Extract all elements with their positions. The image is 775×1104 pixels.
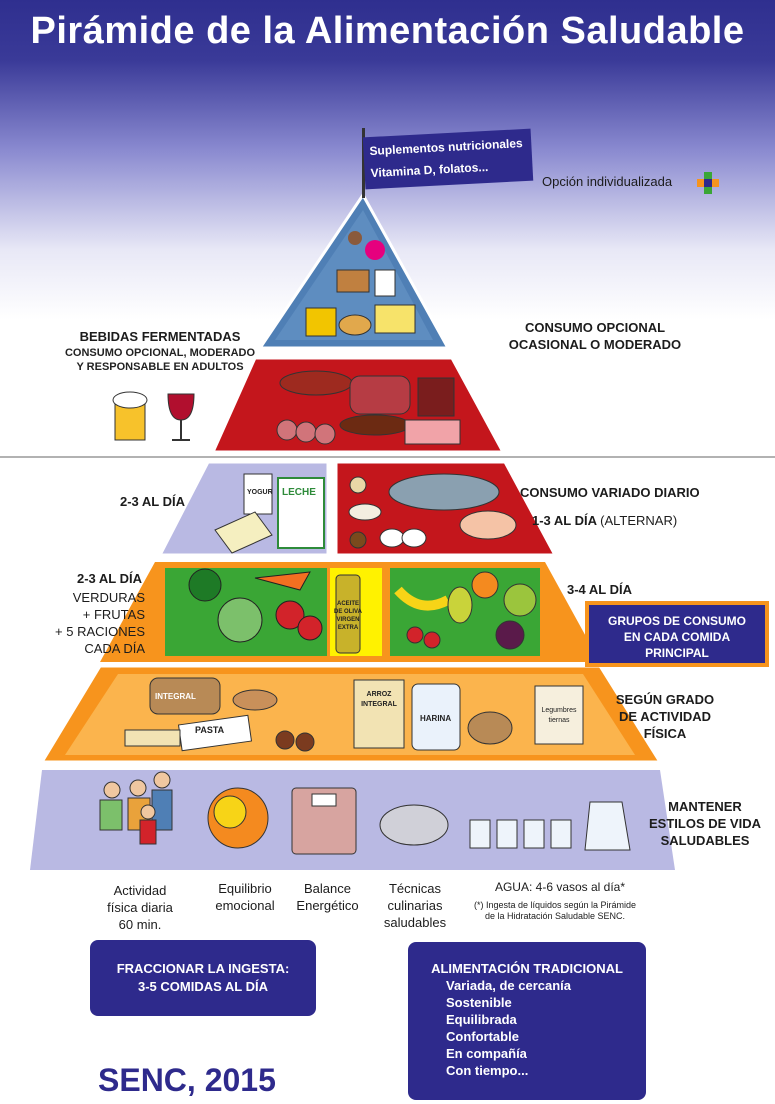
individual-option-label: Opción individualizada xyxy=(542,174,673,189)
flour-can-icon xyxy=(411,683,461,751)
caption-emotional: Equilibrio emocional xyxy=(215,881,275,913)
optional-line2: OCASIONAL O MODERADO xyxy=(508,337,682,352)
lifestyle-line2: ESTILOS DE VIDA xyxy=(649,816,761,831)
croissant-icon xyxy=(338,314,372,336)
veg-line1: VERDURAS xyxy=(72,590,145,605)
pasta-label: PASTA xyxy=(195,725,225,735)
protein-frequency: 1-3 AL DÍA (ALTERNAR) xyxy=(532,513,678,528)
supplements-flag: Suplementos nutricionales Vitamina D, fo… xyxy=(362,128,534,190)
veg-line3: + 5 RACIONES xyxy=(55,624,145,639)
fermented-title: BEBIDAS FERMENTADAS xyxy=(79,329,241,344)
strawberry-icon xyxy=(406,626,424,644)
grains-line3: FÍSICA xyxy=(643,726,687,741)
fermented-line1: CONSUMO OPCIONAL, MODERADO xyxy=(64,347,256,359)
scale-icon xyxy=(291,787,357,855)
protein-line1: CONSUMO VARIADO DIARIO xyxy=(520,485,700,500)
fruit-frequency: 3-4 AL DÍA xyxy=(567,582,633,597)
candy-icon xyxy=(348,231,362,245)
milk-carton-icon xyxy=(277,477,325,549)
grains-line1: SEGÚN GRADO xyxy=(615,692,715,707)
water-note: (*) Ingesta de líquidos según la Pirámid… xyxy=(473,900,637,921)
cheese-icon xyxy=(214,511,273,554)
page-title: Pirámide de la Alimentación Saludable xyxy=(30,10,745,52)
spaghetti-icon xyxy=(124,729,181,747)
fraction-box: FRACCIONAR LA INGESTA: 3-5 COMIDAS AL DÍ… xyxy=(90,940,316,1016)
groups-box: GRUPOS DE CONSUMO EN CADA COMIDA PRINCIP… xyxy=(585,601,769,667)
caption-activity: Actividad física diaria 60 min. xyxy=(107,883,173,932)
lollipop-icon xyxy=(365,240,385,260)
veg-line4: CADA DÍA xyxy=(84,641,145,656)
potato-icon xyxy=(232,689,278,711)
yogurt-icon xyxy=(243,473,273,515)
olive-oil-bottle-icon xyxy=(335,574,361,654)
olive-oil-label: ACEITE DE OLIVA VIRGEN EXTRA xyxy=(334,601,362,631)
banana-icon xyxy=(394,586,451,611)
butter-icon xyxy=(374,304,416,334)
orange-icon xyxy=(471,571,499,599)
egg-icon xyxy=(379,528,405,548)
broccoli-icon xyxy=(188,568,222,602)
caption-balance: Balance Energético xyxy=(296,881,359,913)
integral-label: INTEGRAL xyxy=(155,692,196,701)
yogurt-label: YOGUR xyxy=(247,489,273,496)
milk-label: LECHE xyxy=(282,487,316,498)
steamer-pot-icon xyxy=(379,804,449,846)
carrot-icon xyxy=(254,571,311,591)
rice-bag-icon xyxy=(353,679,405,749)
tradition-box: ALIMENTACIÓN TRADICIONAL Variada, de cer… xyxy=(408,942,646,1100)
snack-icon xyxy=(305,307,337,337)
caption-cooking: Técnicas culinarias saludables xyxy=(383,881,447,930)
salami-icon xyxy=(276,419,298,441)
veg-frequency: 2-3 AL DÍA xyxy=(76,571,142,586)
chestnut-icon xyxy=(275,730,295,750)
grains-line2: DE ACTIVIDAD xyxy=(619,709,711,724)
cake-icon xyxy=(336,269,370,293)
optional-line1: CONSUMO OPCIONAL xyxy=(524,320,666,335)
lettuce-icon xyxy=(217,597,263,643)
potatoes-icon xyxy=(467,711,513,745)
ham-icon xyxy=(349,375,411,415)
veg-line2: + FRUTAS xyxy=(82,607,145,622)
meat-icon xyxy=(417,377,455,417)
rice-label: ARROZ INTEGRAL xyxy=(361,691,397,708)
wine-glass-icon xyxy=(167,393,195,421)
caption-water: AGUA: 4-6 vasos al día* xyxy=(494,880,626,894)
chicken-icon xyxy=(459,510,517,540)
grapes-icon xyxy=(495,620,525,650)
dairy-frequency: 2-3 AL DÍA xyxy=(120,494,186,509)
fish-icon xyxy=(388,473,500,511)
bread-icon xyxy=(149,677,221,715)
water-glass-icon xyxy=(469,819,491,849)
pear-icon xyxy=(447,586,473,624)
sausage-icon xyxy=(279,370,353,396)
lifestyle-line1: MANTENER xyxy=(668,799,742,814)
bacon-icon xyxy=(404,419,461,445)
nuts-icon xyxy=(349,476,367,494)
apple-icon xyxy=(503,583,537,617)
tomato-icon xyxy=(275,600,305,630)
flour-label: HARINA xyxy=(420,714,452,723)
legumes-label: Legumbres tiernas xyxy=(541,707,577,724)
footer-credit: SENC, 2015 xyxy=(98,1062,276,1098)
fermented-line2: Y RESPONSABLE EN ADULTOS xyxy=(76,361,244,373)
lifestyle-line3: SALUDABLES xyxy=(660,833,750,848)
chorizo-icon xyxy=(339,414,411,436)
sugar-icon xyxy=(374,269,396,297)
people-walking-icon xyxy=(103,781,121,799)
legumes-bag-icon xyxy=(534,685,584,745)
beans-icon xyxy=(348,503,382,521)
water-jug-icon xyxy=(584,801,631,851)
